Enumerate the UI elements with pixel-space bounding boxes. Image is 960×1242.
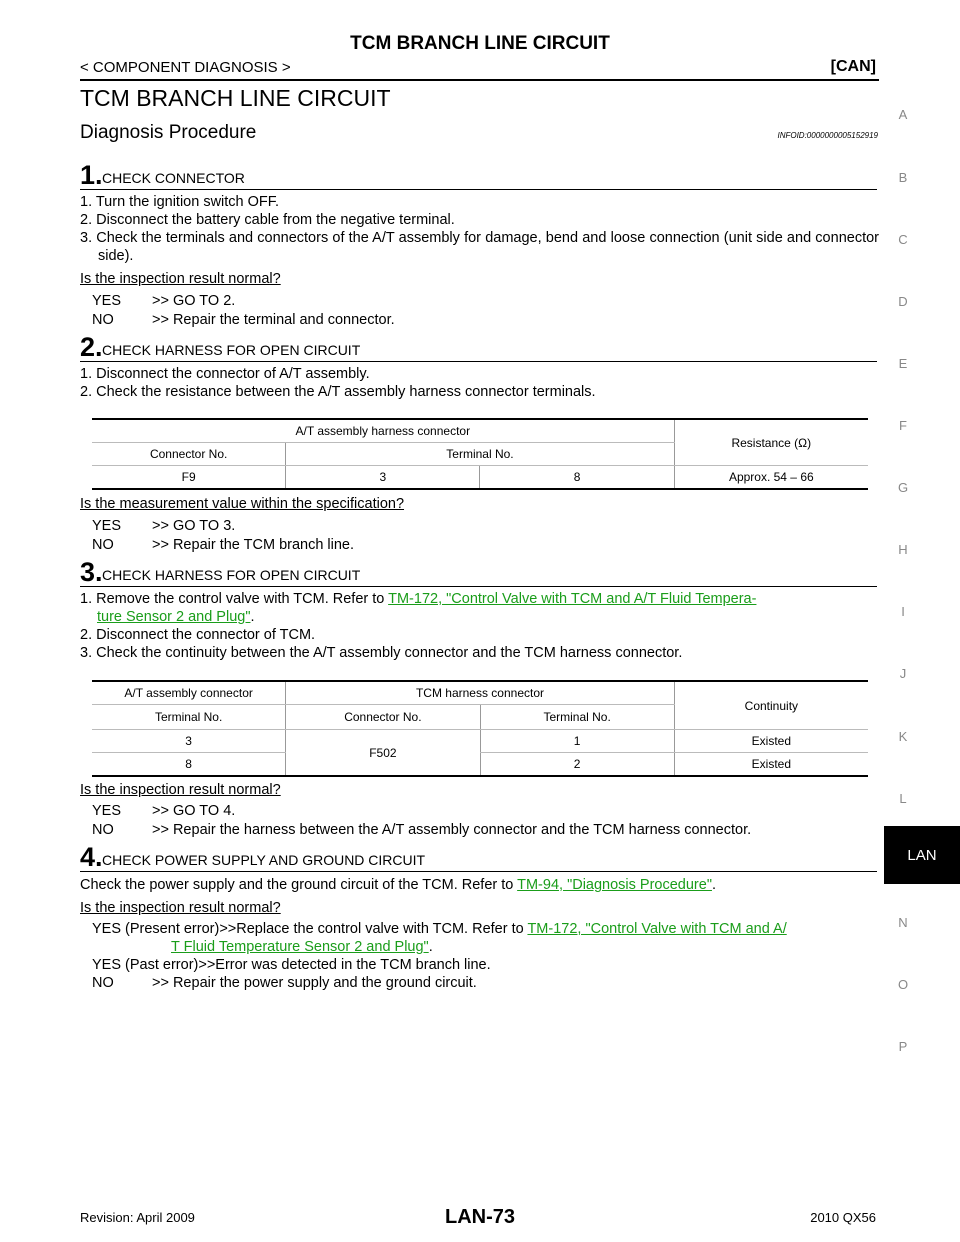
header-divider (80, 79, 879, 81)
table-cell: 2 (479, 752, 675, 777)
table-cell: 3 (92, 729, 286, 753)
step-title: CHECK CONNECTOR (102, 170, 245, 186)
model-year: 2010 QX56 (810, 1210, 876, 1225)
table-cell: Approx. 54 – 66 (673, 465, 868, 490)
table-cell: F9 (92, 465, 286, 490)
step-4-heading: 4. CHECK POWER SUPPLY AND GROUND CIRCUIT (80, 844, 877, 872)
inspection-question: Is the inspection result normal? (80, 782, 281, 798)
step-number: 4. (80, 842, 103, 872)
list-item: 1. Remove the control valve with TCM. Re… (80, 591, 757, 607)
table-cell: 3 (285, 465, 480, 490)
yes-present-continuation: T Fluid Temperature Sensor 2 and Plug". (171, 939, 433, 955)
table-group-header: A/T assembly harness connector (92, 419, 675, 443)
table-cell: Existed (673, 729, 868, 753)
table-cell: 8 (479, 465, 675, 490)
table-cell: 1 (479, 729, 675, 753)
sidebar-index-f[interactable]: F (899, 418, 907, 433)
tm-172-link-continued[interactable]: ture Sensor 2 and Plug" (97, 609, 251, 625)
table-row: 8 2 Existed (92, 752, 868, 777)
sidebar-index-o[interactable]: O (897, 977, 909, 992)
step-title: CHECK HARNESS FOR OPEN CIRCUIT (102, 342, 361, 358)
list-item: 2. Disconnect the battery cable from the… (80, 212, 455, 228)
yes-answer: YES>> GO TO 2. (92, 293, 236, 309)
procedure-subtitle: Diagnosis Procedure (80, 122, 257, 143)
sidebar-index-i[interactable]: I (901, 604, 905, 619)
section-tag: [CAN] (830, 58, 876, 75)
step-number: 1. (80, 160, 103, 190)
table-row: F9 3 8 Approx. 54 – 66 (92, 465, 868, 490)
step-number: 2. (80, 332, 103, 362)
running-title: TCM BRANCH LINE CIRCUIT (350, 33, 610, 54)
step-1-heading: 1. CHECK CONNECTOR (80, 162, 877, 190)
step-number: 3. (80, 557, 103, 587)
list-item: 3. Check the terminals and connectors of… (80, 230, 879, 264)
no-answer: NO>> Repair the harness between the A/T … (92, 822, 752, 838)
no-answer: NO>> Repair the power supply and the gro… (92, 975, 477, 991)
connector-header: Connector No. (285, 704, 481, 730)
yes-present-answer: YES (Present error)>>Replace the control… (92, 921, 787, 937)
section-label: < COMPONENT DIAGNOSIS > (80, 59, 291, 76)
sidebar-index-b[interactable]: B (898, 170, 908, 185)
resistance-table: A/T assembly harness connector Resistanc… (92, 418, 868, 490)
sidebar-index-a[interactable]: A (898, 107, 908, 122)
list-item: 3. Check the continuity between the A/T … (80, 645, 683, 661)
list-item: 1. Turn the ignition switch OFF. (80, 194, 280, 210)
inspection-question: Is the measurement value within the spec… (80, 496, 405, 512)
sidebar-index-p[interactable]: P (898, 1039, 908, 1054)
step-title: CHECK POWER SUPPLY AND GROUND CIRCUIT (102, 852, 426, 868)
resistance-header: Resistance (Ω) (673, 419, 868, 466)
inspection-question: Is the inspection result normal? (80, 271, 281, 287)
inspection-question: Is the inspection result normal? (80, 900, 281, 916)
step-title: CHECK HARNESS FOR OPEN CIRCUIT (102, 567, 361, 583)
tm-94-link[interactable]: TM-94, "Diagnosis Procedure" (517, 877, 712, 893)
yes-past-answer: YES (Past error)>>Error was detected in … (92, 957, 491, 973)
table-cell: Existed (673, 752, 868, 777)
list-item: 1. Disconnect the connector of A/T assem… (80, 366, 370, 382)
page-number: LAN-73 (444, 1206, 515, 1228)
sidebar-index-d[interactable]: D (898, 294, 908, 309)
sidebar-index-h[interactable]: H (898, 542, 908, 557)
yes-answer: YES>> GO TO 4. (92, 803, 236, 819)
sidebar-index-c[interactable]: C (898, 232, 908, 247)
info-id: INFOID:0000000005152919 (777, 131, 878, 140)
step-3-heading: 3. CHECK HARNESS FOR OPEN CIRCUIT (80, 559, 877, 587)
tm-172-link[interactable]: TM-172, "Control Valve with TCM and A/T … (388, 591, 757, 607)
sidebar-index-n[interactable]: N (898, 915, 908, 930)
step-4-text: Check the power supply and the ground ci… (80, 877, 716, 893)
table-row: 3 F502 1 Existed (92, 729, 868, 777)
page-title: TCM BRANCH LINE CIRCUIT (80, 85, 391, 111)
tm-172-link[interactable]: TM-172, "Control Valve with TCM and A/ (527, 921, 787, 937)
sidebar-index-l[interactable]: L (899, 791, 907, 806)
list-item: 2. Check the resistance between the A/T … (80, 384, 596, 400)
tm-172-link-continued[interactable]: T Fluid Temperature Sensor 2 and Plug" (171, 939, 429, 955)
revision-date: Revision: April 2009 (80, 1210, 195, 1225)
terminal-header: Terminal No. (92, 704, 286, 730)
yes-answer: YES>> GO TO 3. (92, 518, 236, 534)
sidebar-index-e[interactable]: E (898, 356, 908, 371)
list-item: 2. Disconnect the connector of TCM. (80, 627, 316, 643)
terminal-header: Terminal No. (479, 704, 675, 730)
list-item-continuation: ture Sensor 2 and Plug". (97, 609, 255, 625)
connector-header: Connector No. (92, 442, 286, 466)
table-cell: 8 (92, 752, 286, 777)
sidebar-index-g[interactable]: G (897, 480, 909, 495)
no-answer: NO>> Repair the terminal and connector. (92, 312, 395, 328)
no-answer: NO>> Repair the TCM branch line. (92, 537, 355, 553)
continuity-table: A/T assembly connector TCM harness conne… (92, 680, 868, 777)
tcm-connector-header: TCM harness connector (285, 681, 675, 705)
sidebar-index-j[interactable]: J (899, 666, 907, 681)
terminal-header: Terminal No. (285, 442, 675, 466)
at-connector-header: A/T assembly connector (92, 681, 286, 705)
continuity-header: Continuity (673, 681, 868, 730)
step-2-heading: 2. CHECK HARNESS FOR OPEN CIRCUIT (80, 334, 877, 362)
sidebar-index-k[interactable]: K (898, 729, 908, 744)
sidebar-index-lan-active[interactable]: LAN (884, 826, 960, 884)
table-cell: F502 (285, 729, 481, 777)
